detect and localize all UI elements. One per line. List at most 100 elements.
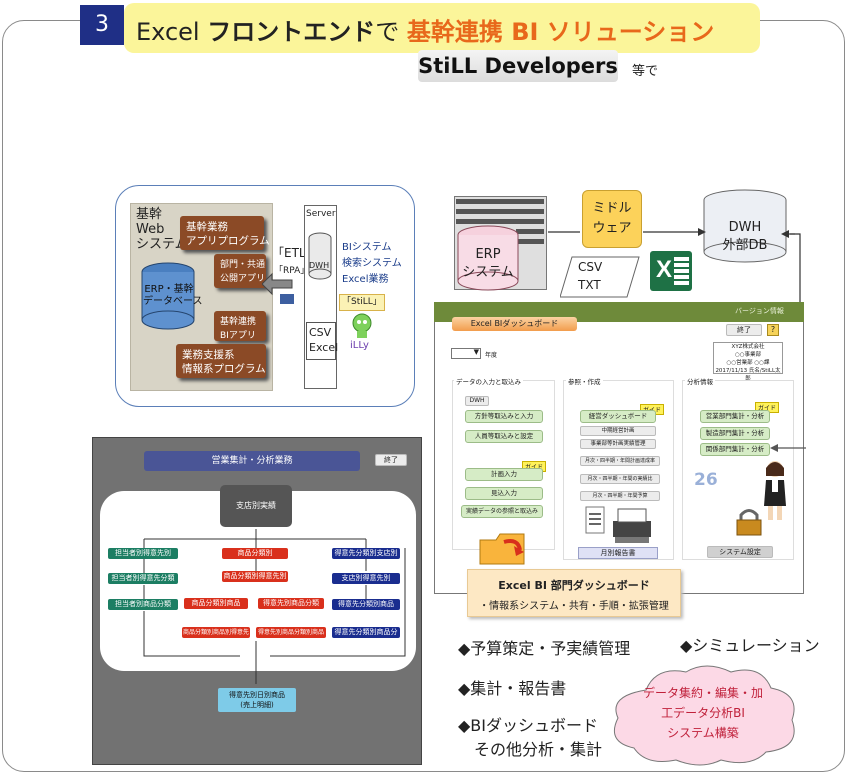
bumon-app-box: 部門・共通 公開アプリ [214,254,266,288]
dwh-external-db-label: DWH 外部DB [722,220,768,253]
bullet-budget: ◆予算策定・予実績管理 [458,639,631,658]
kikan-app-box: 基幹業務 アプリプログラム [180,216,270,250]
staff-input-button[interactable]: 人員等取込みと設定 [465,430,543,443]
dwh-external-db-icon [703,189,787,263]
related-analysis-button[interactable]: 関係部門集計・分析 [700,443,770,456]
company-line-4: 2017/11/13 氏名/StiLL太郎 [715,368,781,382]
flow-top-node[interactable]: 支店別実績 [220,485,292,527]
flow-mid-node-1[interactable]: 商品分類別 [222,548,288,559]
bi-system-label: BIシステム 検索システム Excel業務 [342,242,402,285]
flow-bottom-node[interactable]: 得意先別日別商品 (売上明細) [218,688,296,712]
plan-achievement-button[interactable]: 月次・四半期・年間計画達成率 [580,456,660,466]
folder-icon [479,533,525,565]
company-info-box: XYZ株式会社 ○○事業部 ○○営業部 ○○課 2017/11/13 氏名/St… [713,342,783,382]
still-tag: 「StiLL」 [339,294,385,311]
monthly-report-button[interactable]: 月別報告書 [578,547,658,559]
management-dashboard-button[interactable]: 経営ダッシュボード [580,410,656,423]
plan-input-button[interactable]: 計画入力 [465,468,543,481]
company-line-2: ○○事業部 [734,352,762,358]
lock-icon [736,509,762,536]
cloud-text: データ集約・編集・加 工データ分析BI システム構築 [642,686,763,740]
col-reference [563,380,674,560]
company-line-1: XYZ株式会社 [731,344,765,350]
flow-left-node-1[interactable]: 担当者別得意先別 [108,548,178,559]
csv-excel-doc: CSV Excel [306,322,338,360]
section-number-badge: 3 [80,5,124,45]
col-analysis-title: 分析情報 [685,376,715,386]
erp-cylinder-icon [457,225,519,291]
illy-label: iLLy [350,340,369,351]
csv-txt-label: CSV TXT [578,260,603,292]
col-reference-title: 参照・作成 [566,376,603,386]
illy-mascot-icon [352,313,372,338]
flow-mid-node-5[interactable]: 商品分類別商品別得意先 [182,627,250,638]
flow-mid-node-4[interactable]: 得意先別商品分類 [258,598,324,609]
server-label: Server [306,209,336,219]
chevron-down-icon: ▼ [473,348,479,356]
cloud-callout-shape [614,665,795,766]
flow-right-node-1[interactable]: 得意先分類別支店別 [332,548,400,559]
flow-left-node-2[interactable]: 担当者別得意先分類 [108,573,178,584]
division-plan-button[interactable]: 事業部等計画実績管理 [580,439,656,449]
flow-mid-node-3[interactable]: 商品分類別商品 [184,598,248,609]
erp-label: ERP システム [462,247,514,280]
flow-left-node-3[interactable]: 担当者別商品分類 [108,599,178,610]
erp-database-label: ERP・基幹 データベース [143,284,203,307]
title-highlight: 基幹連携 BI [406,18,539,46]
title-suffix: ソリューション [538,18,715,46]
page-title: Excel フロントエンドで 基幹連携 BI ソリューション [124,3,760,53]
document-printer-icon [585,506,651,543]
midterm-plan-button[interactable]: 中期経営計画 [580,426,656,436]
erp-database-icon [141,262,195,330]
budget-button[interactable]: 月次・四半期・年間予算 [580,491,660,501]
bullet-report: ◆集計・報告書 [458,679,567,698]
dwh-cylinder-icon [308,232,332,280]
csv-txt-parallelogram [560,256,640,298]
company-line-3: ○○営業部 ○○課 [726,360,770,366]
flowchart-connectors [143,529,406,684]
dashboard-caption-title: Excel BI 部門ダッシュボード [498,579,650,592]
vendor-logo: StiLL Developers [418,50,618,82]
manufacturing-analysis-button[interactable]: 製造部門集計・分析 [700,427,770,440]
flow-right-node-4[interactable]: 得意先分類別商品分類 [332,627,400,647]
renkei-app-box: 基幹連携 BIアプリ [214,311,266,341]
title-mid: で [375,18,407,46]
rpa-label: 「RPA」 [274,266,310,276]
version-info-label: バージョン情報 [735,307,784,315]
vendor-suffix: 等で [632,64,659,79]
col-data-input-title: データの入力と取込み [454,376,523,386]
year-select[interactable]: ▼ [451,348,481,359]
dwh-button[interactable]: DWH [465,396,489,406]
dwh-label: DWH [309,261,330,270]
policy-input-button[interactable]: 方針等取込みと入力 [465,410,543,423]
actuals-import-button[interactable]: 実績データの参照と取込み [461,505,543,518]
dashboard-end-button[interactable]: 終了 [726,324,762,336]
server-rack-stripes [456,199,544,244]
excel-icon-grid [674,257,689,285]
web-system-title: 基幹 Web システム [136,207,188,252]
excel-app-icon: X [650,251,692,291]
year-suffix: 年度 [485,352,498,359]
flowchart-title: 営業集計・分析業務 [144,451,360,471]
forecast-input-button[interactable]: 見込入力 [465,487,543,500]
system-settings-button[interactable]: システム設定 [707,546,773,558]
dashboard-help-icon[interactable]: ? [767,324,779,336]
title-bold: フロントエンド [207,18,376,46]
number-26: 26 [694,470,718,490]
sales-analysis-button[interactable]: 営業部門集計・分析 [700,410,770,423]
businesswoman-icon [764,461,786,520]
etl-arrows [262,272,294,304]
excel-icon-letter: X [656,256,673,283]
dashboard-title-tab: Excel BIダッシュボード [452,317,577,331]
dashboard-caption-sub: ・情報系システム・共有・手順・拡張管理 [479,601,669,612]
middleware-box: ミドル ウェア [582,190,642,248]
flow-mid-node-6[interactable]: 得意先別商品分類別商品 [256,627,326,638]
bullet-simulation: ◆シミュレーション [680,636,820,655]
dashboard-caption: Excel BI 部門ダッシュボード ・情報系システム・共有・手順・拡張管理 [467,569,681,617]
flow-right-node-2[interactable]: 支店別得意先別 [332,573,400,584]
flowchart-end-button[interactable]: 終了 [375,454,407,466]
actual-comparison-button[interactable]: 月次・四半期・年間の実績比 [580,474,660,484]
flow-mid-node-2[interactable]: 商品分類別得意先別 [222,571,288,582]
title-prefix: Excel [136,18,208,46]
flow-right-node-3[interactable]: 得意先分類別商品 [332,599,400,610]
